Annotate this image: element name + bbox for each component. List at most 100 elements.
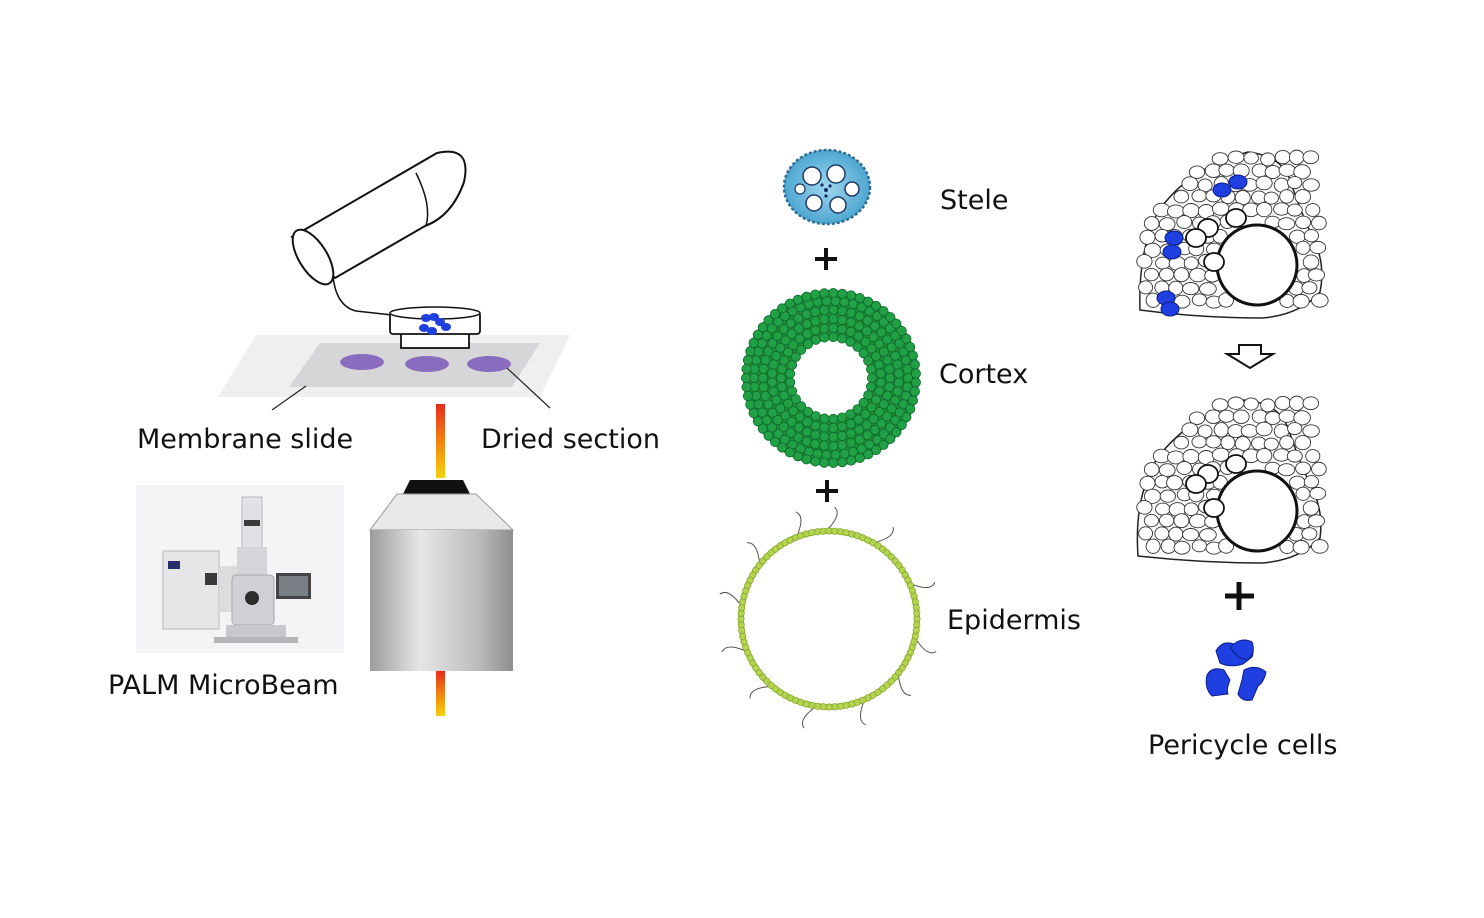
section-cell: [1260, 152, 1276, 167]
large-cell: [1203, 252, 1225, 272]
cortex-cell: [796, 344, 807, 355]
dried-section-leader: [506, 367, 551, 409]
section-cell: [1158, 217, 1176, 232]
section-cell: [1311, 293, 1329, 308]
cortex-cell: [772, 330, 783, 341]
large-cell: [1185, 474, 1207, 494]
cortex-cell: [810, 289, 821, 300]
cortex-cell: [837, 430, 848, 441]
section-cell: [1143, 267, 1159, 282]
cortex-cell: [828, 431, 839, 442]
cortex-cell: [801, 319, 812, 330]
root-hair: [877, 526, 894, 543]
cortex-cell: [768, 386, 779, 397]
cortex-cell: [909, 359, 920, 370]
root-hair: [898, 677, 912, 696]
epidermis-graphic: [719, 506, 937, 729]
section-cell: [1232, 409, 1250, 424]
cortex-cell: [785, 427, 796, 438]
cortex-cell: [839, 448, 850, 459]
epidermis-cell: [825, 703, 833, 711]
stele-graphic: [782, 148, 872, 226]
section-cell: [1183, 256, 1199, 271]
cortex-cell: [866, 381, 877, 392]
cortex-cell: [875, 377, 886, 388]
section-cell: [1287, 422, 1303, 436]
section-cell: [1301, 281, 1318, 295]
section-cell: [1293, 410, 1311, 426]
section-cell: [1211, 152, 1229, 166]
root-hair: [721, 646, 744, 653]
section-cell: [1256, 201, 1273, 218]
cortex-cell: [902, 364, 913, 375]
epidermis-cell: [763, 677, 771, 685]
cortex-cell: [778, 421, 789, 432]
cortex-cell: [896, 419, 907, 430]
section-cell: [1256, 447, 1273, 464]
cortex-cell: [846, 290, 857, 301]
cortex-cell: [770, 308, 781, 319]
cortex-cell: [760, 354, 771, 365]
root-hair: [859, 703, 866, 726]
cortex-cell: [758, 372, 769, 383]
section-cell: [1227, 150, 1245, 164]
section-cell: [1181, 176, 1199, 192]
stele-label: Stele: [940, 185, 1009, 216]
cortex-cell: [768, 359, 779, 370]
cortex-cell: [910, 368, 921, 379]
epidermis-cell: [776, 688, 784, 696]
cortex-graphic: [741, 287, 921, 468]
section-cell: [1255, 421, 1273, 437]
cortex-cell: [771, 350, 782, 361]
cortex-cell: [748, 408, 759, 419]
section-cell: [1302, 424, 1320, 438]
cortex-cell: [845, 336, 856, 347]
epidermis-cell: [825, 527, 833, 535]
cortex-cell: [819, 305, 830, 316]
cortex-cell: [867, 372, 878, 383]
cortex-cell: [778, 324, 789, 335]
cortex-cell: [819, 413, 830, 424]
cortex-cell: [837, 440, 848, 451]
epidermis-cell: [737, 609, 745, 617]
section-cell: [1158, 513, 1175, 528]
epidermis-cell: [879, 685, 887, 693]
section-cell: [1191, 539, 1208, 553]
pericycle-cell: [1212, 182, 1232, 198]
cortex-cell: [862, 315, 873, 326]
cortex-cell: [891, 427, 902, 438]
palm-microbeam-instrument: [136, 485, 344, 653]
section-cell: [1173, 189, 1190, 204]
pericycle-cell: [1162, 244, 1182, 260]
cortex-cell: [775, 342, 786, 353]
epidermis-cell: [912, 626, 920, 634]
epidermis-cell: [737, 621, 745, 629]
cortex-cell: [861, 326, 872, 337]
cortex-cell: [760, 390, 771, 401]
cortex-cell: [905, 341, 916, 352]
cortex-cell: [796, 401, 807, 412]
cortex-cell: [819, 422, 830, 433]
cortex-cell: [776, 381, 787, 392]
isolated-pericycle-cells: [1205, 639, 1267, 701]
cortex-cell: [801, 426, 812, 437]
epidermis-cell: [883, 549, 891, 557]
cortex-cell: [891, 318, 902, 329]
large-cell: [1225, 208, 1247, 228]
epidermis-cell: [836, 528, 844, 536]
cortex-cell: [828, 457, 839, 468]
section-cell: [1302, 150, 1320, 165]
laser-beam-lower: [436, 671, 445, 716]
cortex-cell: [810, 316, 821, 327]
cortex-cell: [801, 454, 812, 465]
cortex-cell: [810, 334, 821, 345]
cortex-cell: [828, 422, 839, 433]
plus-sign-3: [1225, 582, 1254, 610]
section-cell: [1211, 398, 1229, 412]
epidermis-cell: [887, 677, 895, 685]
section-cell: [1155, 256, 1171, 270]
cortex-cell: [854, 321, 865, 332]
cortex-cell: [785, 377, 796, 388]
cortex-cell: [863, 390, 874, 401]
cortex-cell: [871, 394, 882, 405]
